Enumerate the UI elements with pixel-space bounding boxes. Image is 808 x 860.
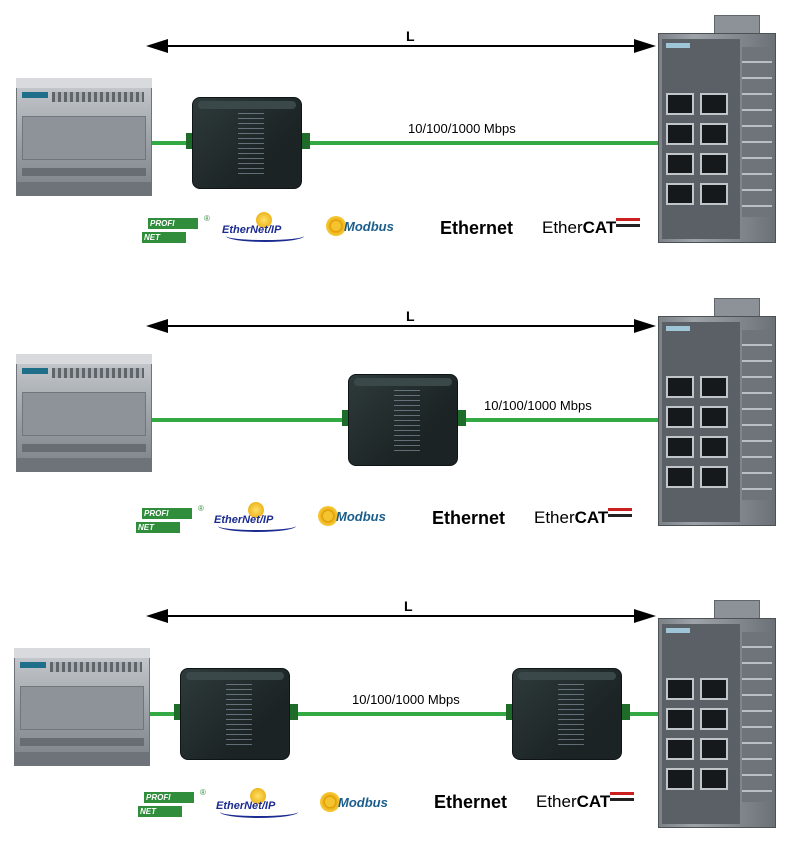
plc-controller xyxy=(14,648,150,766)
ethercat-logo: EtherCAT xyxy=(542,218,642,240)
length-dimension-line xyxy=(160,45,640,47)
ethercat-logo: EtherCAT xyxy=(536,792,636,814)
profinet-logo: PROFI NET ® xyxy=(136,504,204,533)
scene-1-one-isolator-near-plc: L 10/100/1000 Mbps PROFI NET ® EtherNet/… xyxy=(0,0,808,280)
scene-3-two-isolators: L 10/100/1000 Mbps PROFI NET ® EtherNet/… xyxy=(0,580,808,860)
network-switch xyxy=(658,15,776,243)
ethernet-ip-logo: EtherNet/IP xyxy=(214,502,300,536)
network-switch xyxy=(658,298,776,526)
speed-label: 10/100/1000 Mbps xyxy=(408,121,516,136)
isolator-module xyxy=(342,374,466,466)
modbus-logo: Modbus xyxy=(320,790,410,816)
speed-label: 10/100/1000 Mbps xyxy=(484,398,592,413)
length-label: L xyxy=(406,308,415,324)
scene-2-one-isolator-centered: L 10/100/1000 Mbps PROFI NET ® EtherNet/… xyxy=(0,290,808,570)
length-label: L xyxy=(406,28,415,44)
ethernet-logo: Ethernet xyxy=(440,218,514,238)
ethernet-logo: Ethernet xyxy=(434,792,508,812)
dimension-right-arrow-icon xyxy=(634,609,656,623)
ethercat-logo: EtherCAT xyxy=(534,508,634,530)
ethernet-cable xyxy=(630,712,658,716)
isolator-module xyxy=(186,97,310,189)
plc-controller xyxy=(16,78,152,196)
ethernet-cable xyxy=(298,712,512,716)
isolator-module xyxy=(174,668,298,760)
ethernet-cable xyxy=(144,712,180,716)
modbus-logo: Modbus xyxy=(318,504,408,530)
profinet-logo: PROFI NET ® xyxy=(142,214,210,243)
dimension-left-arrow-icon xyxy=(146,319,168,333)
ethernet-cable xyxy=(146,141,190,145)
length-label: L xyxy=(404,598,413,614)
modbus-logo: Modbus xyxy=(326,214,416,240)
isolator-module xyxy=(506,668,630,760)
dimension-right-arrow-icon xyxy=(634,319,656,333)
dimension-right-arrow-icon xyxy=(634,39,656,53)
length-dimension-line xyxy=(160,325,640,327)
ethernet-cable xyxy=(466,418,658,422)
speed-label: 10/100/1000 Mbps xyxy=(352,692,460,707)
length-dimension-line xyxy=(160,615,640,617)
ethernet-logo: Ethernet xyxy=(432,508,506,528)
network-switch xyxy=(658,600,776,828)
ethernet-ip-logo: EtherNet/IP xyxy=(216,788,302,822)
ethernet-cable xyxy=(148,418,348,422)
dimension-left-arrow-icon xyxy=(146,609,168,623)
profinet-logo: PROFI NET ® xyxy=(138,788,206,817)
ethernet-cable xyxy=(308,141,658,145)
ethernet-ip-logo: EtherNet/IP xyxy=(222,212,308,246)
dimension-left-arrow-icon xyxy=(146,39,168,53)
plc-controller xyxy=(16,354,152,472)
